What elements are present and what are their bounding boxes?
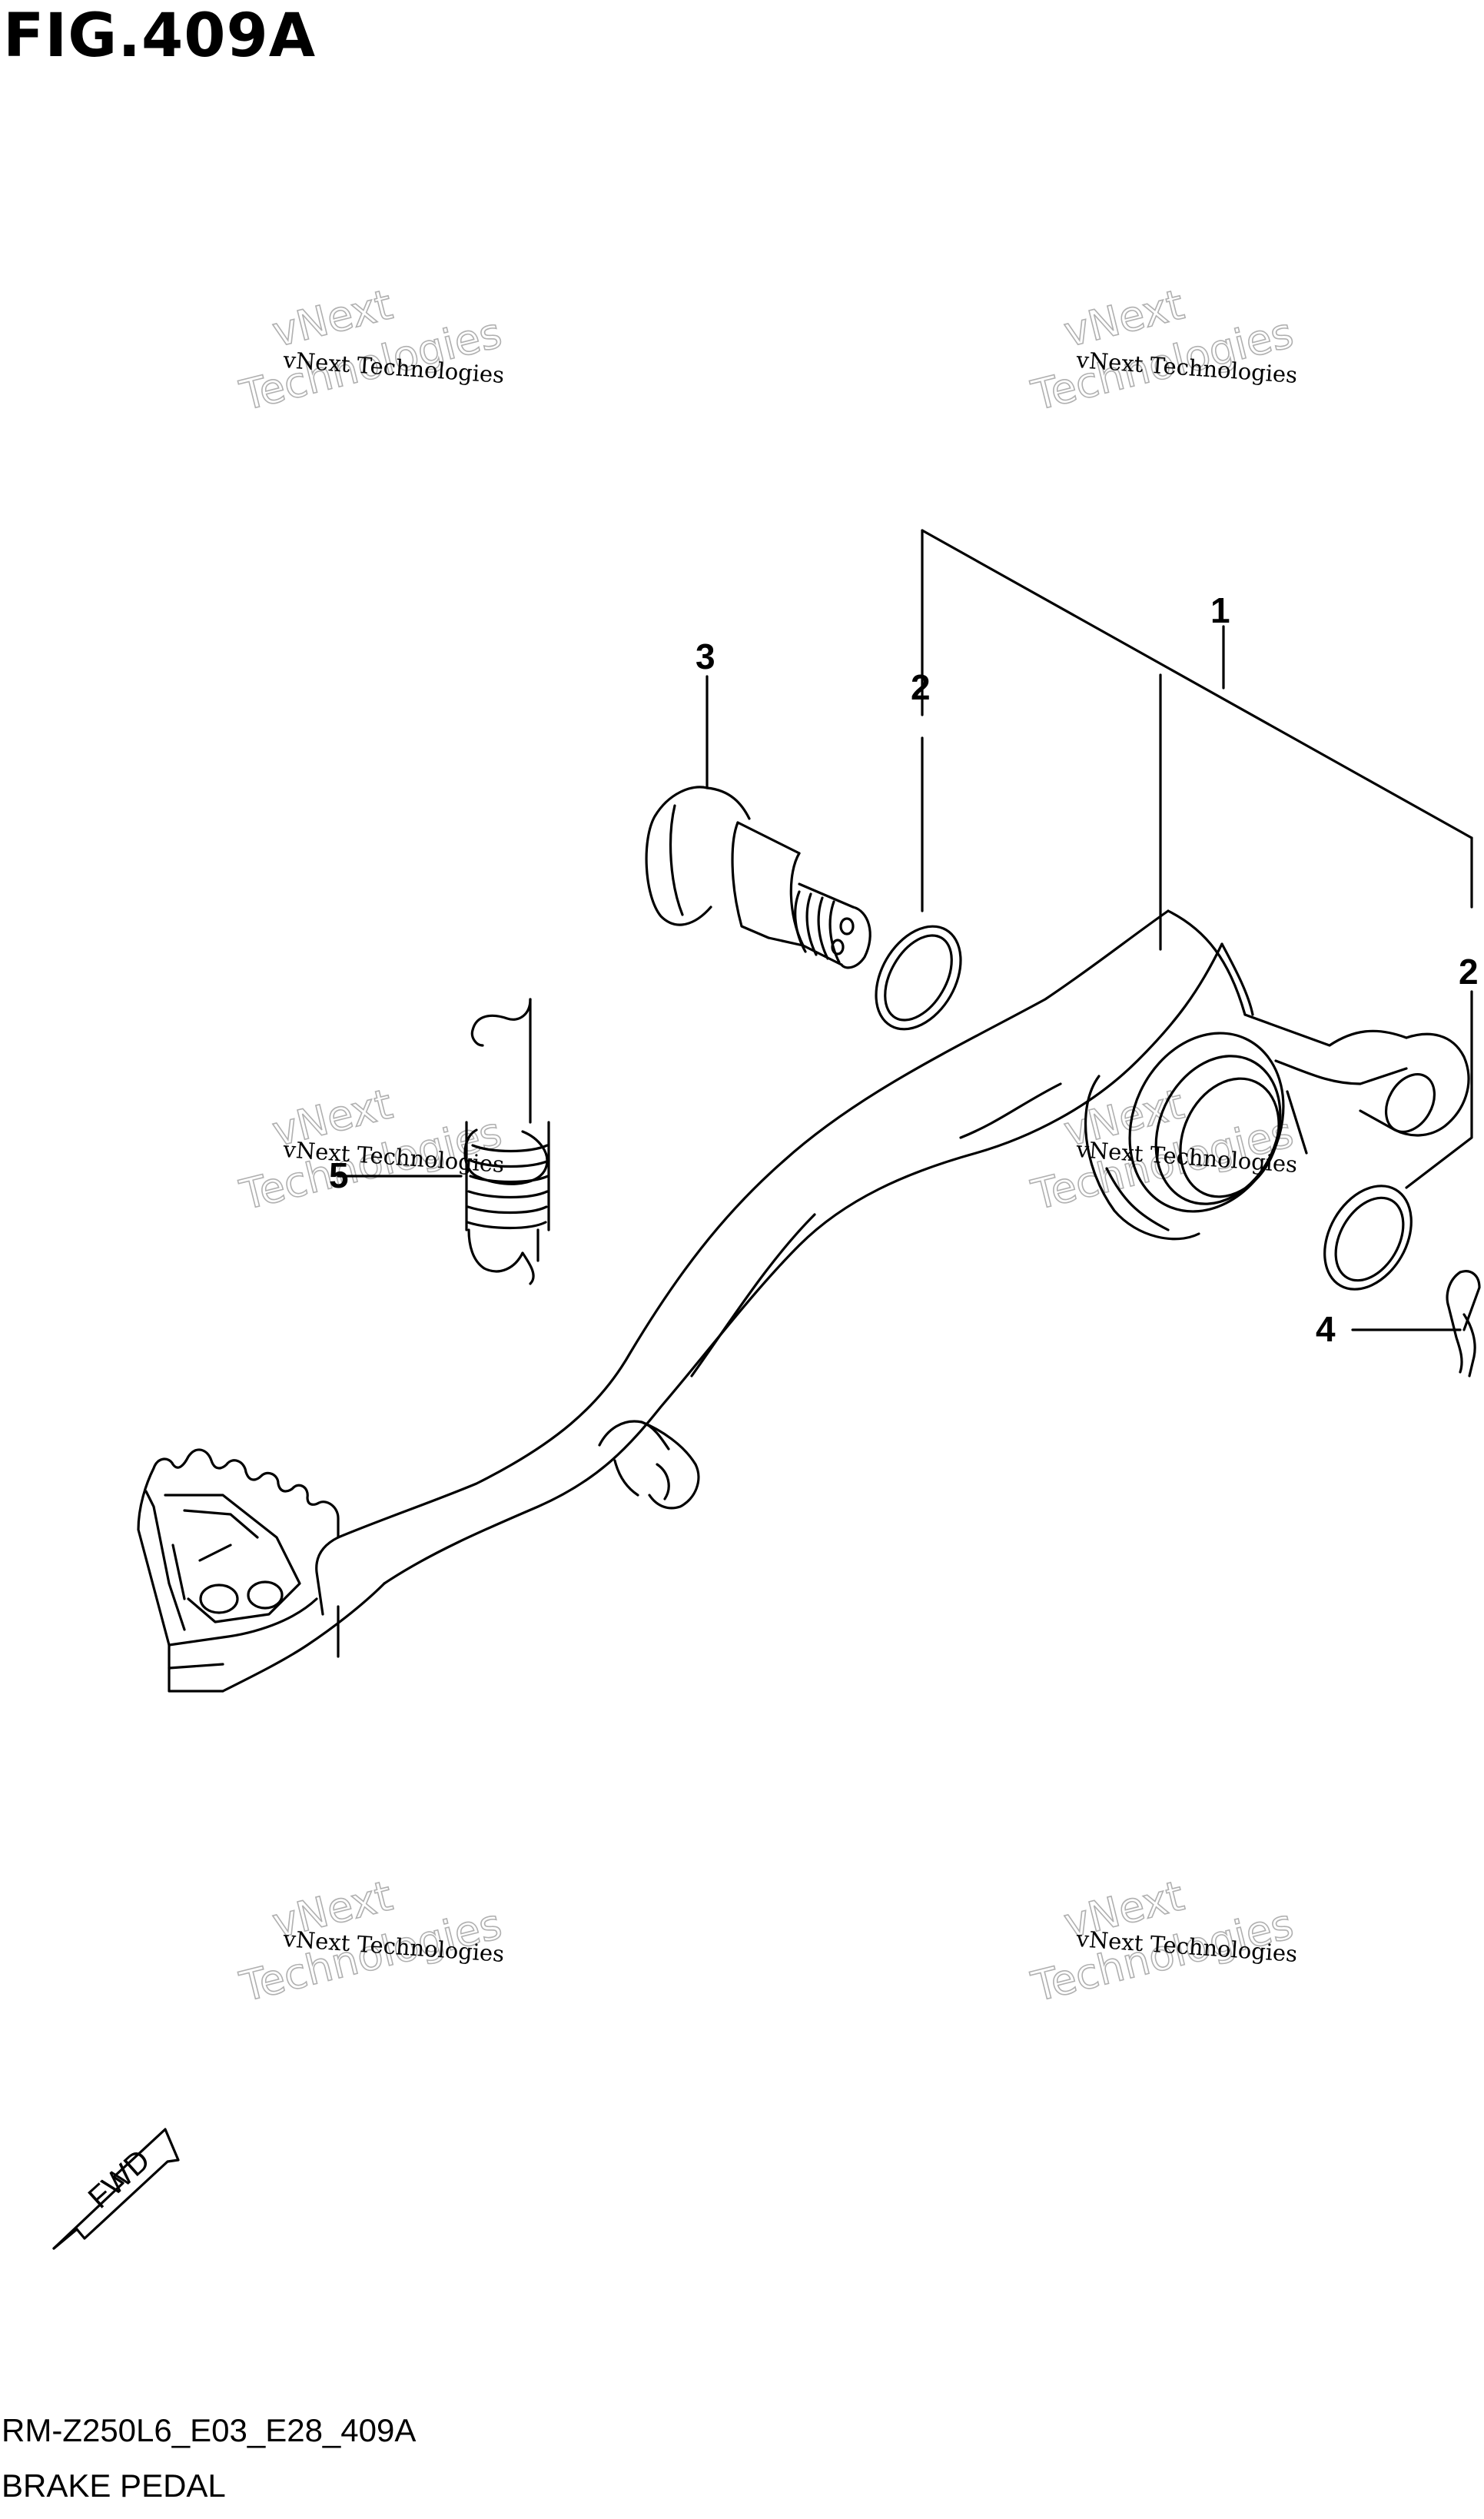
callout-4: 4 — [1316, 1309, 1336, 1349]
watermark-top-right: vNext Technologies — [1026, 280, 1298, 421]
callout-labels: 1 2 2 3 4 5 — [329, 590, 1479, 1349]
brake-pedal — [137, 909, 1470, 1693]
figure-code: RM-Z250L6_E03_E28_409A — [2, 2412, 417, 2448]
watermark-bottom-left: vNext Technologies — [234, 1871, 506, 2012]
watermark-top-left: vNext Technologies — [234, 280, 506, 421]
seal-right — [1323, 1185, 1413, 1291]
callout-5: 5 — [329, 1155, 349, 1195]
return-spring — [463, 998, 550, 1285]
callout-1: 1 — [1210, 590, 1230, 630]
watermark-group: vNext Technologies vNext Technologies vN… — [234, 280, 1298, 2012]
callout-2-upper: 2 — [911, 667, 931, 707]
callout-2-right: 2 — [1459, 952, 1479, 992]
clip — [1446, 1270, 1481, 1377]
figure-title: FIG.409A — [3, 2, 317, 71]
seal-upper — [875, 925, 962, 1031]
fwd-arrow-icon — [52, 2128, 180, 2250]
fwd-label: FWD — [82, 2143, 157, 2215]
callout-3: 3 — [696, 636, 715, 676]
watermark-mid-left: vNext Technologies — [234, 1079, 506, 1221]
pivot-bolt — [645, 786, 871, 969]
watermark-bottom-right: vNext Technologies — [1026, 1871, 1298, 2012]
figure-name: BRAKE PEDAL — [2, 2467, 226, 2504]
leader-lines — [337, 529, 1473, 1331]
